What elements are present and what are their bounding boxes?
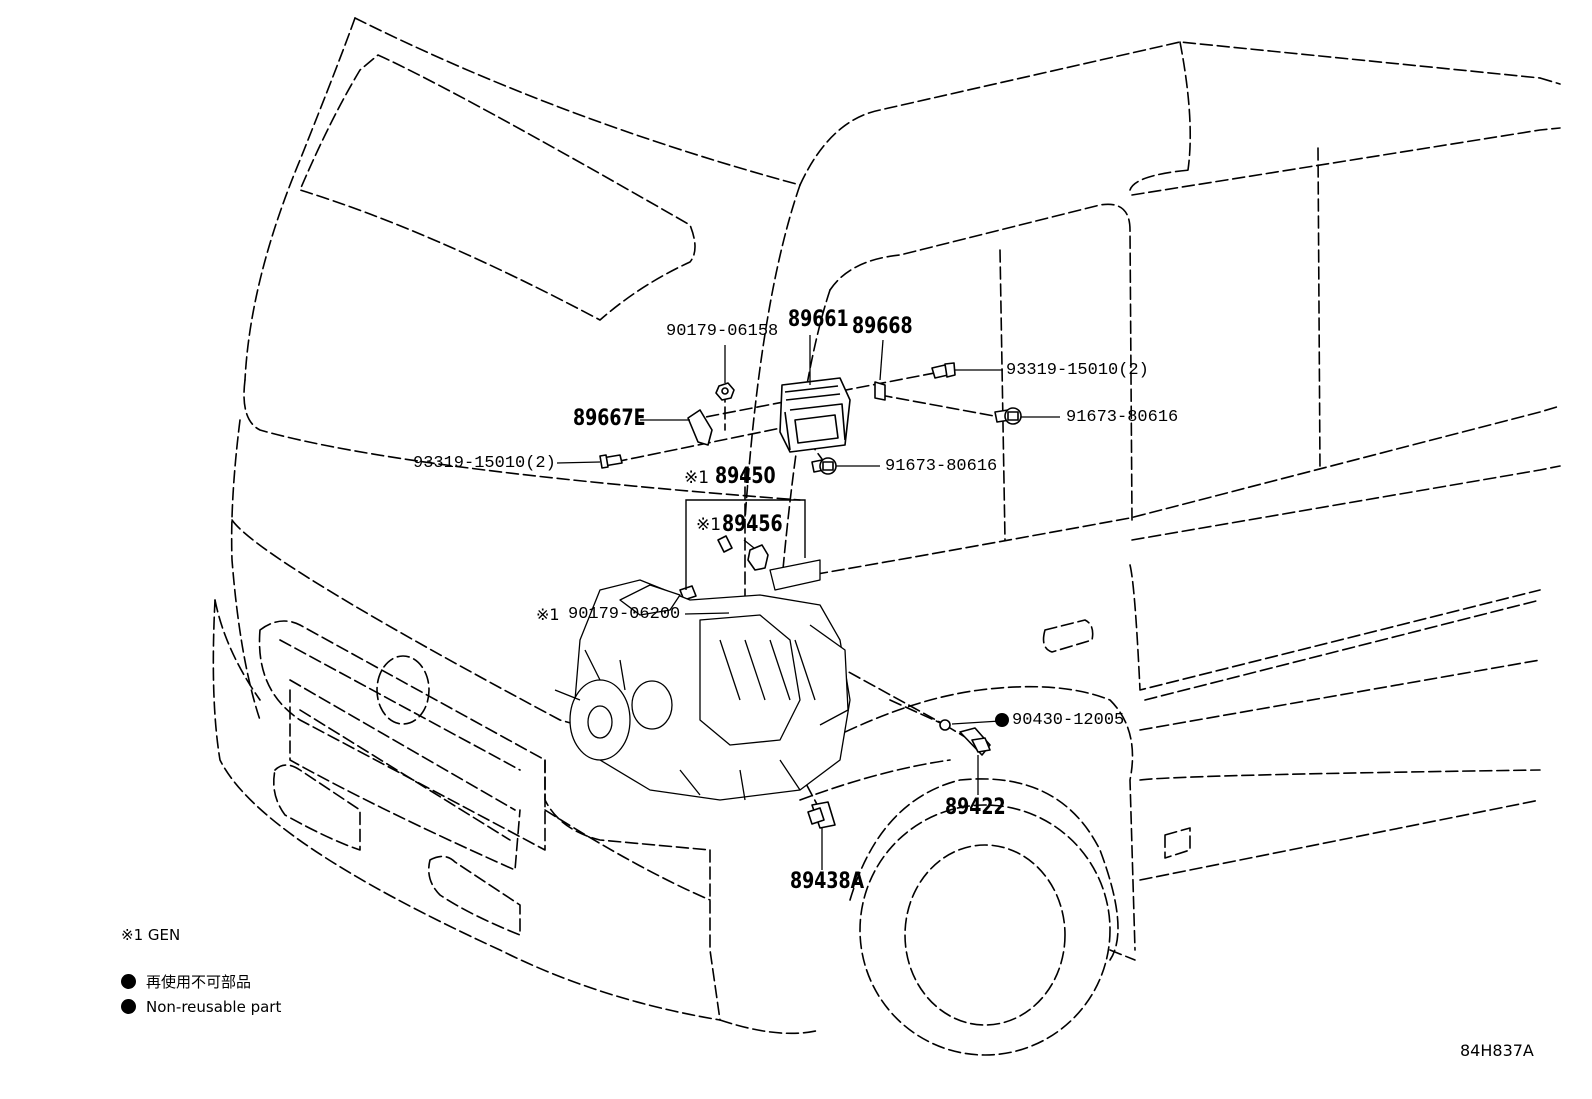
label-90179-06200[interactable]: 90179-06200 bbox=[568, 605, 681, 624]
label-89667e[interactable]: 89667E bbox=[573, 406, 646, 431]
bullet-dot-icon bbox=[121, 974, 136, 989]
label-89456[interactable]: 89456 bbox=[722, 512, 783, 537]
legend-jp-text: 再使用不可部品 bbox=[146, 973, 252, 991]
sensor-89438a bbox=[807, 801, 836, 829]
label-89438a[interactable]: 89438A bbox=[790, 869, 865, 894]
bullet-dot-icon bbox=[121, 999, 136, 1014]
sensor-89422 bbox=[959, 727, 991, 756]
engine-assembly bbox=[554, 559, 851, 801]
legend-non-reusable-en: Non-reusable part bbox=[121, 999, 281, 1015]
label-93319-15010-left[interactable]: 93319-15010(2) bbox=[413, 454, 556, 473]
label-89668[interactable]: 89668 bbox=[852, 314, 913, 339]
non-reusable-mark bbox=[995, 713, 1009, 727]
screw-93319-right bbox=[931, 362, 956, 379]
bolt-91673-right bbox=[994, 407, 1022, 425]
sensor-89456 bbox=[679, 535, 769, 601]
ref-mark-89456: ※1 bbox=[696, 515, 722, 535]
ref-mark-90179-06200: ※1 bbox=[536, 605, 560, 624]
label-90179-06158[interactable]: 90179-06158 bbox=[666, 322, 779, 341]
label-93319-15010-right[interactable]: 93319-15010(2) bbox=[1006, 361, 1149, 380]
label-91673-80616-mid[interactable]: 91673-80616 bbox=[885, 457, 998, 476]
legend-non-reusable-jp: 再使用不可部品 bbox=[121, 974, 251, 990]
label-leaders bbox=[556, 335, 1060, 870]
screw-93319-left bbox=[599, 454, 623, 469]
group-bracket-89450 bbox=[685, 499, 806, 590]
vehicle-outline bbox=[212, 17, 1561, 1056]
legend-en-text: Non-reusable part bbox=[146, 998, 282, 1016]
bolt-91673-mid bbox=[811, 457, 837, 475]
label-89422[interactable]: 89422 bbox=[945, 795, 1006, 820]
ecu-89661 bbox=[779, 377, 851, 453]
nut-90179-06158 bbox=[715, 382, 735, 401]
label-89661[interactable]: 89661 bbox=[788, 307, 849, 332]
label-91673-80616-right[interactable]: 91673-80616 bbox=[1066, 408, 1179, 427]
legend-gen-note: ※1 GEN bbox=[121, 926, 181, 944]
label-90430-12005[interactable]: 90430-12005 bbox=[1012, 711, 1125, 730]
label-89450[interactable]: 89450 bbox=[715, 464, 776, 489]
bracket-89667e bbox=[687, 409, 713, 446]
ref-mark-89450: ※1 bbox=[684, 468, 710, 488]
gasket-90430 bbox=[939, 719, 951, 731]
clip-89668 bbox=[874, 381, 886, 401]
diagram-code: 84H837A bbox=[1460, 1041, 1534, 1060]
